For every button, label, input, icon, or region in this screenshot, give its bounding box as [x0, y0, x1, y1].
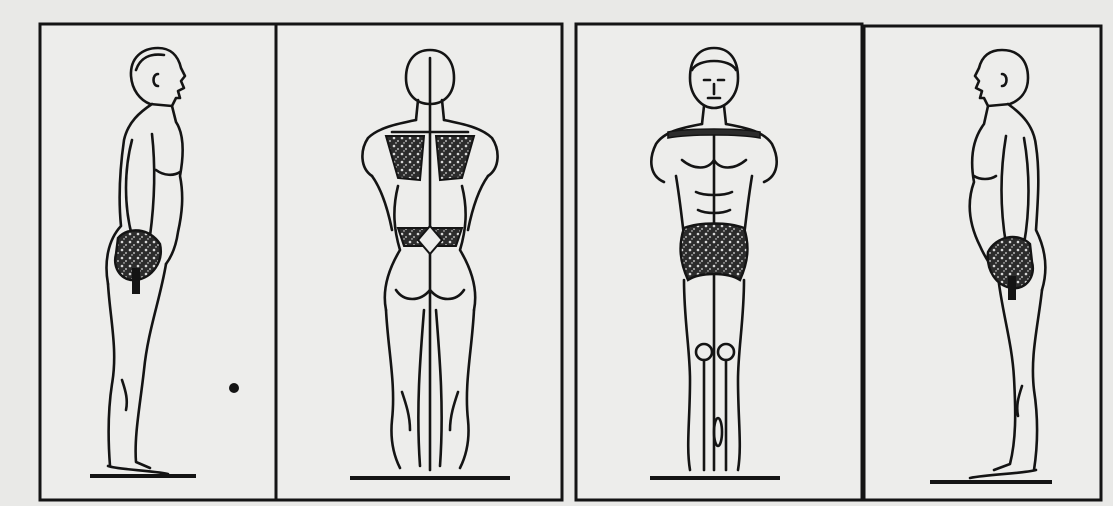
panel-front-view [576, 24, 862, 500]
hand-shape [132, 268, 140, 294]
panel-back-view [276, 24, 562, 500]
dot-mark [229, 383, 239, 393]
hand-shape [1008, 276, 1016, 300]
pelvis-shading [681, 224, 748, 281]
panel-right-side-view [864, 26, 1101, 500]
panel-left-side-view [40, 24, 278, 500]
